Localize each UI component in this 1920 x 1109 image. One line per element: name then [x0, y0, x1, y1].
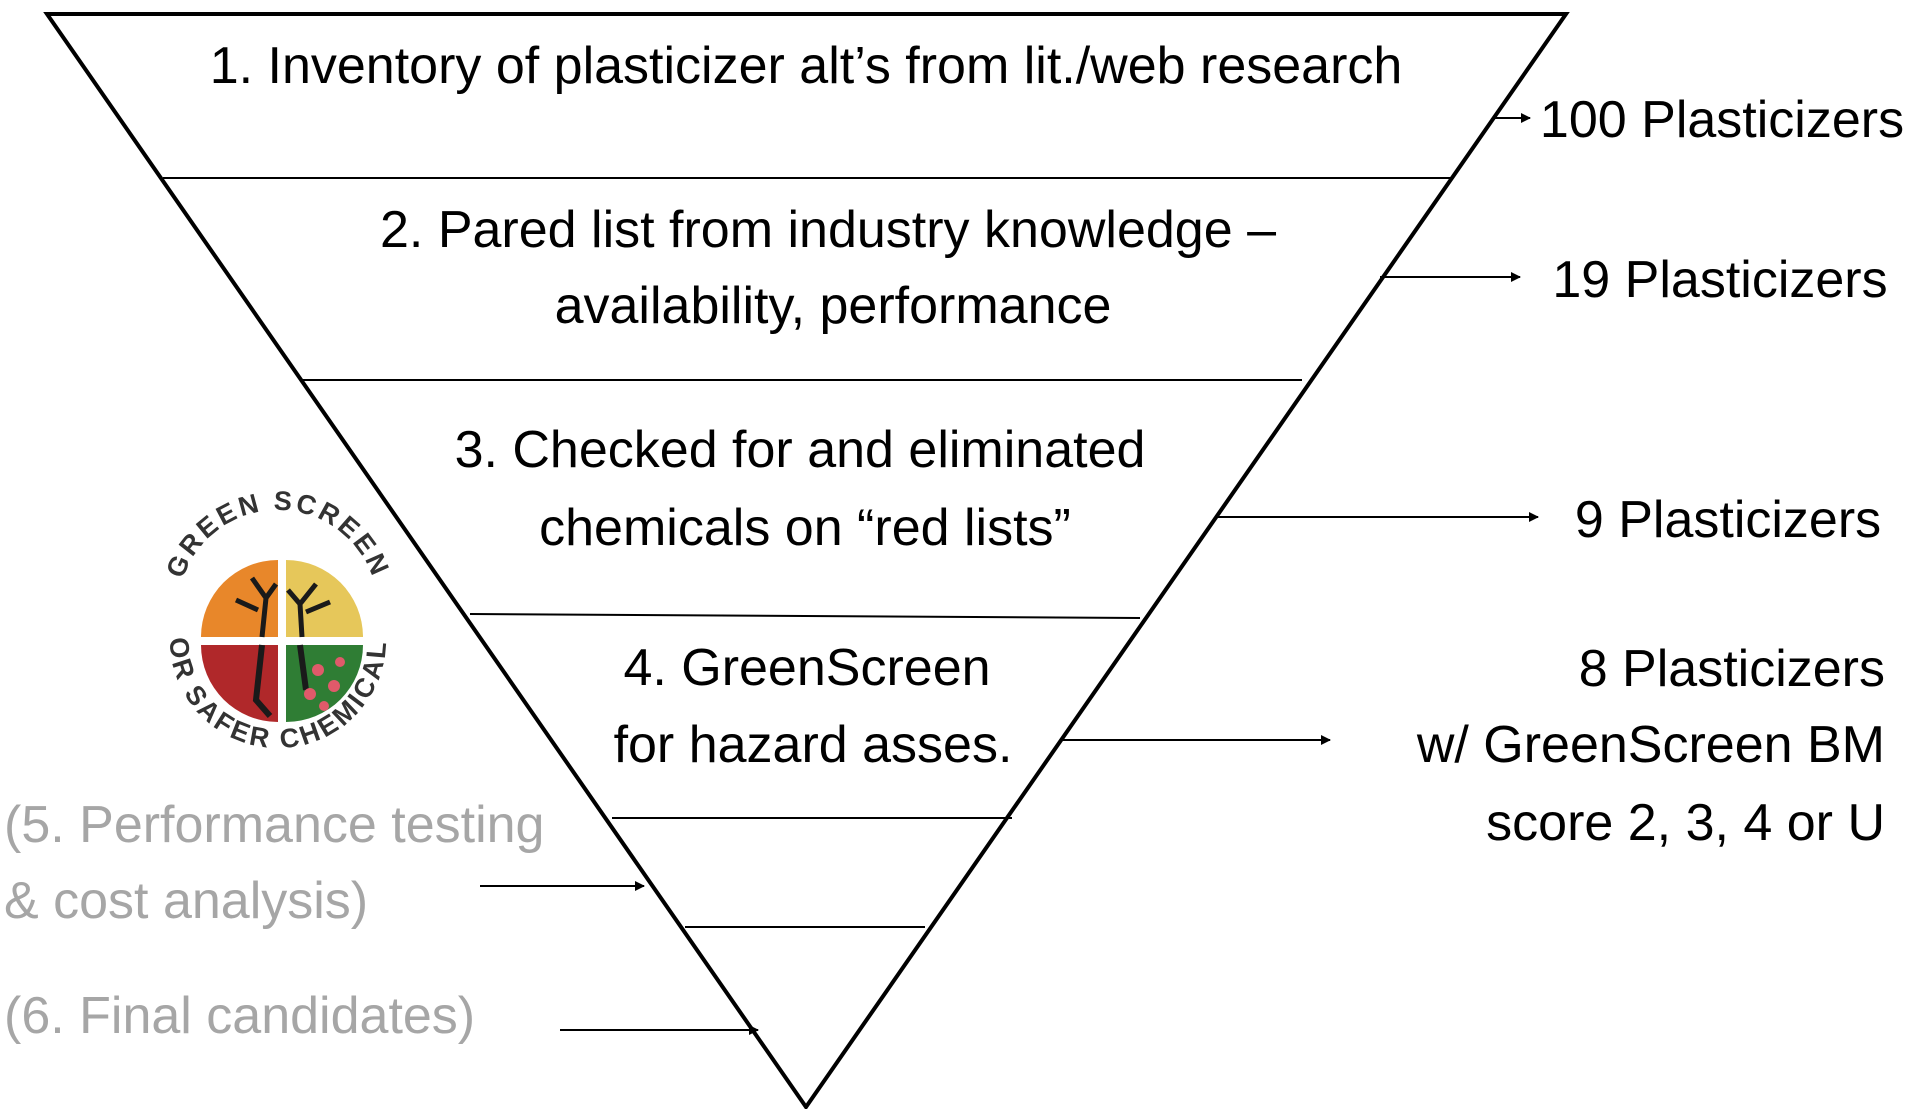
logo-tree-roots [252, 644, 309, 718]
count-2-line-1: 19 Plasticizers [1552, 251, 1887, 309]
count-3-line-1: 9 Plasticizers [1575, 491, 1881, 549]
stage-1-label: 1. Inventory of plasticizer alt’s from l… [210, 37, 1403, 95]
count-1-label: 100 Plasticizers [1540, 91, 1904, 149]
stage-4-line-1: 4. GreenScreen [623, 639, 990, 697]
stage-2-line-2: availability, performance [555, 277, 1112, 335]
future-step-5-line-1: (5. Performance testing [4, 796, 544, 854]
stage-2-line-1: 2. Pared list from industry knowledge – [380, 201, 1276, 259]
logo-fruit [304, 688, 316, 700]
greenscreen-logo: GREEN SCREEN FOR SAFER CHEMICALS [0, 0, 393, 754]
stage-3-line-1: 3. Checked for and eliminated [455, 421, 1146, 479]
count-4-line-2: w/ GreenScreen BM [1416, 716, 1885, 774]
logo-tree-trunk [234, 576, 331, 638]
logo-quadrant-orange [201, 560, 278, 637]
future-step-5-line-2: & cost analysis) [4, 872, 368, 930]
count-2-label: 19 Plasticizers [1552, 251, 1887, 309]
future-step-6-label: (6. Final candidates) [4, 987, 475, 1045]
stage-3-line-2: chemicals on “red lists” [539, 499, 1071, 557]
count-4-label: 8 Plasticizers w/ GreenScreen BM score 2… [1416, 640, 1885, 852]
funnel-outline [43, 12, 1570, 1109]
logo-quadrant-yellow [286, 560, 363, 637]
count-4-line-1: 8 Plasticizers [1579, 640, 1885, 698]
future-step-6-line-1: (6. Final candidates) [4, 987, 475, 1045]
stage-1-line-1: 1. Inventory of plasticizer alt’s from l… [210, 37, 1403, 95]
logo-fruit [319, 701, 329, 711]
count-1-line-1: 100 Plasticizers [1540, 91, 1904, 149]
logo-fruit [335, 657, 345, 667]
logo-fruit [312, 664, 324, 676]
future-step-5-label: (5. Performance testing & cost analysis) [4, 796, 544, 930]
stage-4-label: 4. GreenScreen for hazard asses. [614, 639, 1013, 774]
stage-3-label: 3. Checked for and eliminated chemicals … [455, 421, 1146, 557]
logo-bottom-text: FOR SAFER CHEMICALS [0, 0, 389, 754]
stage-4-line-2: for hazard asses. [614, 716, 1013, 774]
stage-2-label: 2. Pared list from industry knowledge – … [380, 201, 1276, 335]
logo-fruit [328, 680, 340, 692]
count-4-line-3: score 2, 3, 4 or U [1486, 794, 1885, 852]
svg-text:FOR SAFER CHEMICALS: FOR SAFER CHEMICALS [0, 0, 392, 754]
stage-divider-3 [469, 613, 1141, 619]
count-3-label: 9 Plasticizers [1575, 491, 1881, 549]
